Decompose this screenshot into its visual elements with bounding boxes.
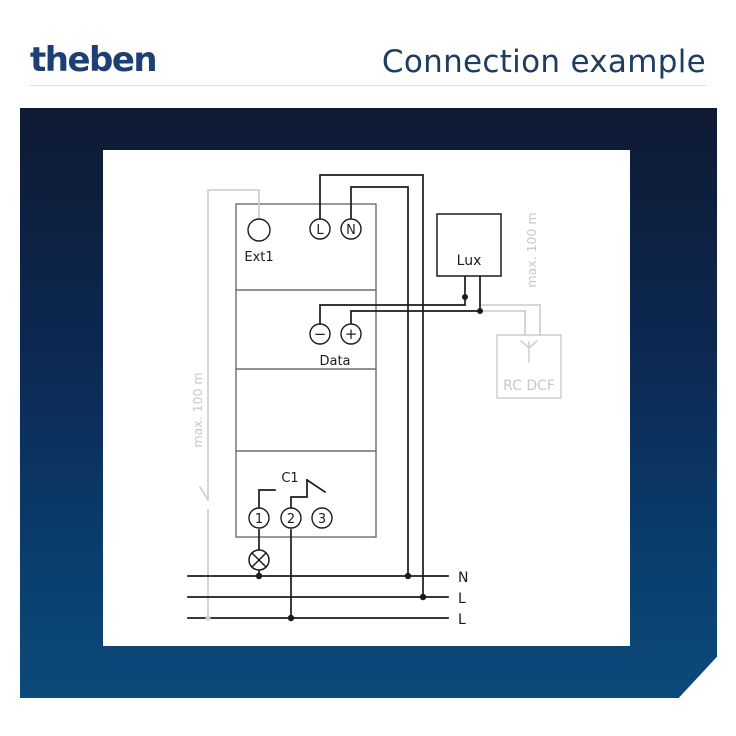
terminal-minus-label: − xyxy=(314,325,327,343)
terminal-l xyxy=(309,218,331,240)
terminal-plus-label: + xyxy=(345,325,358,343)
theben-logo: theben xyxy=(30,40,158,80)
terminal-l-label: L xyxy=(316,223,324,238)
terminal-ext1 xyxy=(247,218,271,242)
terminal-minus xyxy=(309,323,331,345)
terminals xyxy=(247,218,362,529)
ext1-label: Ext1 xyxy=(244,250,273,265)
terminal-3 xyxy=(311,507,333,529)
terminal-2 xyxy=(280,507,302,529)
header-divider xyxy=(30,85,706,86)
max-distance-left: max. 100 m xyxy=(190,372,205,447)
wiring-diagram: L N Ext1 − + Data C1 1 2 3 Lux N L L RC … xyxy=(187,174,562,628)
page-title: Connection example xyxy=(381,44,706,80)
c1-label: C1 xyxy=(281,471,298,486)
bus-n-label: N xyxy=(458,570,468,586)
lamp-icon xyxy=(248,549,270,571)
rc-dcf-label: RC DCF xyxy=(503,378,555,394)
optional-wiring xyxy=(198,189,541,621)
max-distance-right: max. 100 m xyxy=(524,212,539,287)
diagram-area: L N Ext1 − + Data C1 1 2 3 Lux N L L RC … xyxy=(103,150,630,646)
device-body xyxy=(235,203,377,538)
bus-l2-label: L xyxy=(458,612,466,628)
terminal-1-label: 1 xyxy=(255,512,263,527)
terminal-n-label: N xyxy=(346,223,356,238)
terminal-1 xyxy=(248,507,270,529)
rc-dcf-module xyxy=(496,334,562,399)
junction-dots xyxy=(255,294,483,622)
bus-l1-label: L xyxy=(458,591,466,607)
junction-dot-faint xyxy=(205,615,211,621)
terminal-n xyxy=(340,218,362,240)
lux-label: Lux xyxy=(457,253,482,269)
main-wiring xyxy=(187,174,481,619)
terminal-plus xyxy=(340,323,362,345)
lux-sensor xyxy=(436,213,502,277)
terminal-3-label: 3 xyxy=(318,512,326,527)
terminal-2-label: 2 xyxy=(287,512,295,527)
data-label: Data xyxy=(319,354,350,369)
